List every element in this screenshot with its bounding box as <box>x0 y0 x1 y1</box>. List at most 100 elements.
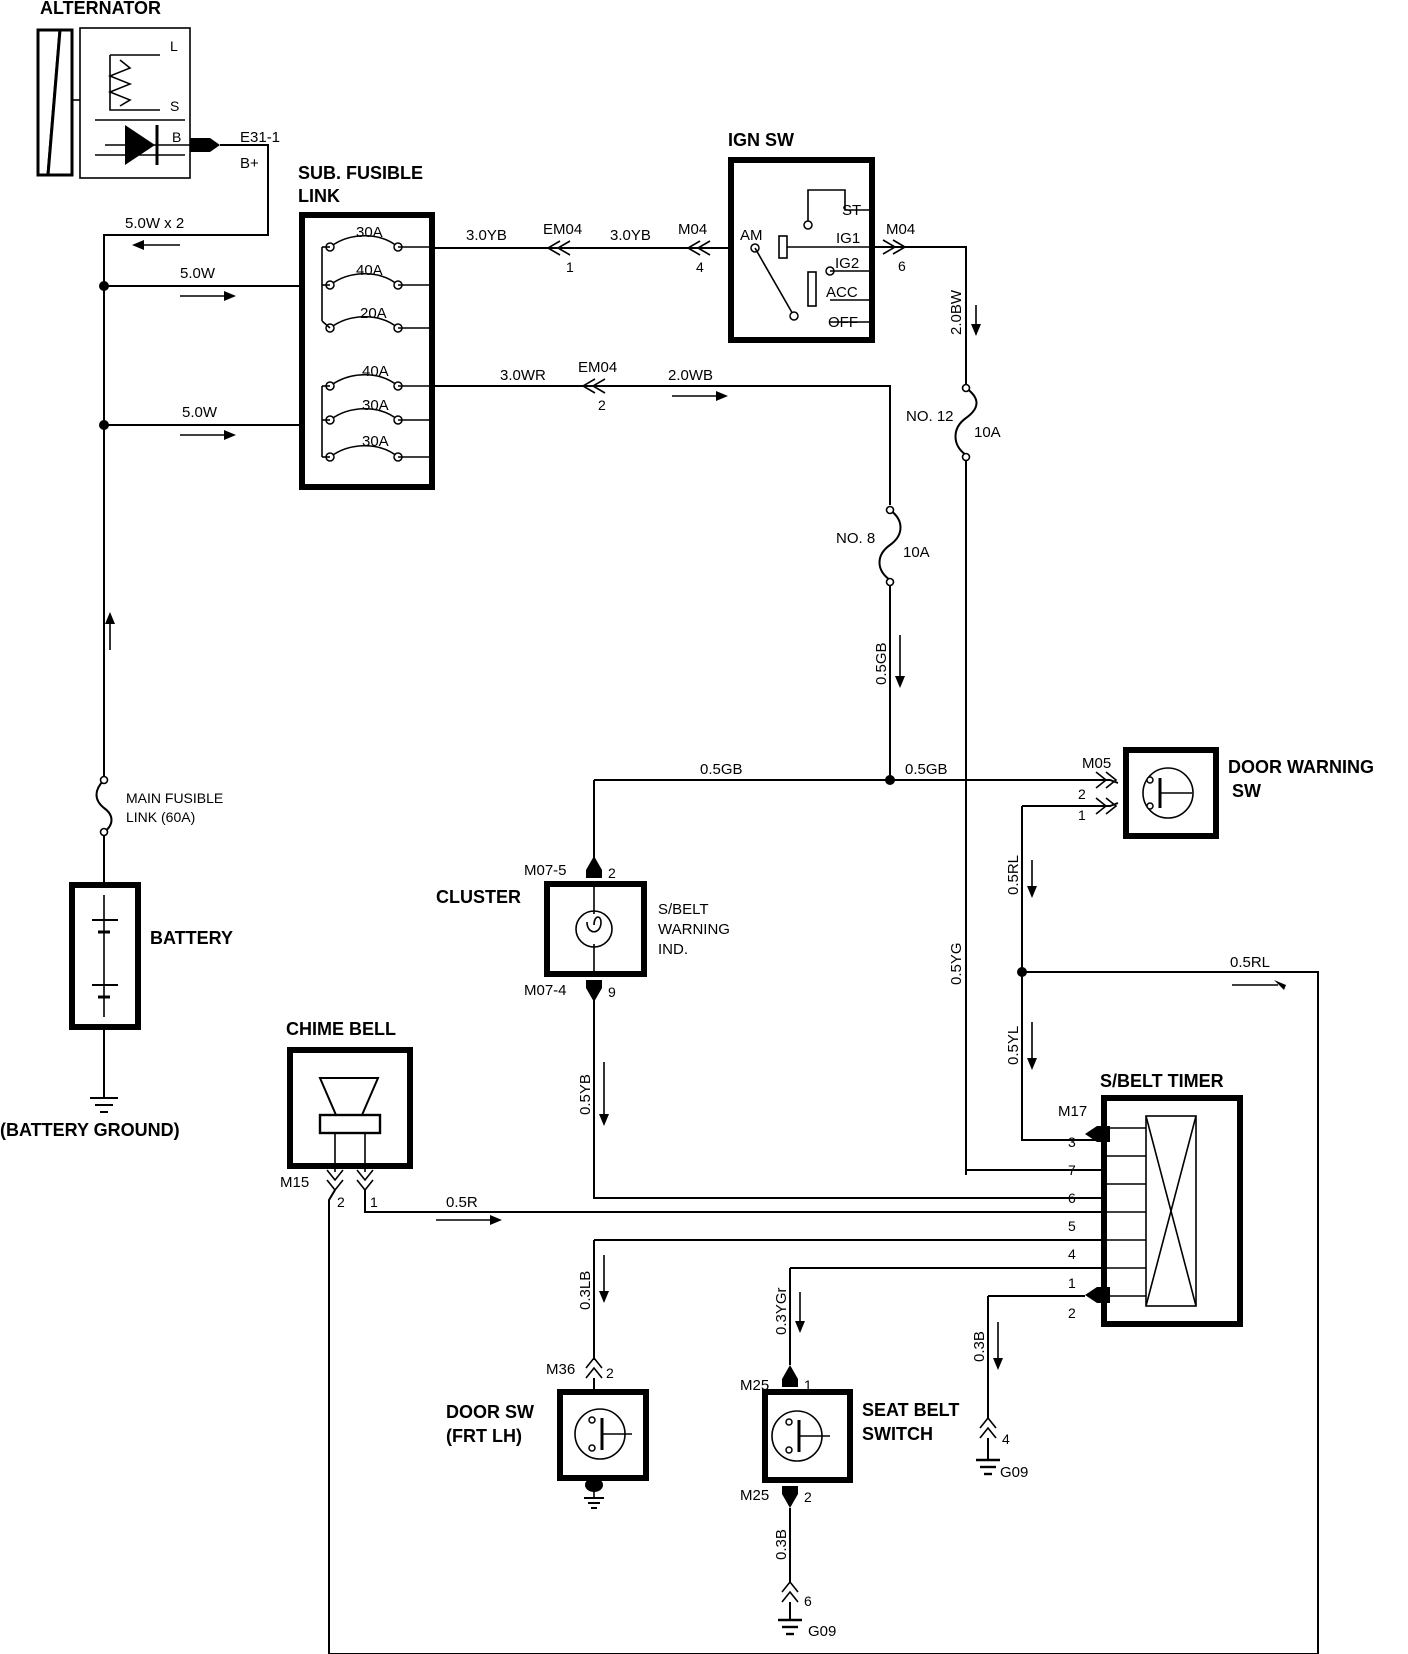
wire-2bw <box>872 246 967 388</box>
ground-g09-b-label: G09 <box>808 1623 836 1640</box>
fuse-no-8-rating: 10A <box>903 544 930 561</box>
connector-m25-bottom-pin: 2 <box>804 1489 812 1505</box>
connector-m05-pin-1: 1 <box>1078 807 1086 823</box>
fuse-no-8-name: NO. 8 <box>836 530 875 547</box>
wire-label-3wr: 3.0WR <box>500 367 546 384</box>
wire-3wr-2wb <box>432 385 891 505</box>
battery-ground-label: (BATTERY GROUND) <box>0 1120 180 1140</box>
main-fusible-link-label-2: LINK (60A) <box>126 809 195 825</box>
connector-m07-4-label: M07-4 <box>524 982 567 999</box>
wire-label-05rl-horizontal: 0.5RL <box>1230 954 1270 971</box>
ground-g09-b-connector <box>781 1580 799 1603</box>
ign-sw-am-label: AM <box>740 227 763 244</box>
wire-label-3yb-left: 3.0YB <box>466 227 507 244</box>
wire-label-05yl: 0.5YL <box>1005 1026 1022 1065</box>
sbelt-timer-pin-7: 7 <box>1068 1162 1076 1178</box>
connector-m15-pin-1-label: 1 <box>370 1194 378 1210</box>
alternator-output-wire <box>103 144 269 780</box>
connector-m25-top-label: M25 <box>740 1377 769 1394</box>
connector-m04-b-pin: 6 <box>898 258 906 274</box>
fuse-no-8 <box>878 509 902 780</box>
ground-g09-a-connector <box>979 1416 997 1439</box>
alternator-body <box>79 27 191 179</box>
wire-label-03ygr: 0.3YGr <box>773 1287 790 1335</box>
door-warning-sw-title-2: SW <box>1232 781 1261 801</box>
door-sw-title-1: DOOR SW <box>446 1402 534 1422</box>
fuse-no-12-rating: 10A <box>974 424 1001 441</box>
ground-g09-a-label: G09 <box>1000 1464 1028 1481</box>
sbelt-timer-pin-1: 1 <box>1068 1275 1076 1291</box>
alternator <box>36 27 220 179</box>
sub-fusible-link-internal <box>321 235 432 462</box>
wire-label-05gb-left: 0.5GB <box>700 761 743 778</box>
sbelt-timer-pin-2: 2 <box>1068 1305 1076 1321</box>
chime-bell-title: CHIME BELL <box>286 1019 396 1039</box>
connector-m05-pin-2: 2 <box>1078 786 1086 802</box>
main-fusible-link-label-1: MAIN FUSIBLE <box>126 790 223 806</box>
sbelt-timer-pin-lines <box>1104 1127 1146 1297</box>
connector-m25-top <box>782 1365 798 1387</box>
fuse-label-5: 30A <box>362 397 389 414</box>
alternator-b-terminal-connector <box>190 138 220 152</box>
fuse-label-1: 30A <box>356 224 383 241</box>
door-sw-ground-icon <box>584 1490 604 1509</box>
alternator-terminal-b: B <box>172 129 181 145</box>
wire-label-05gb-vertical: 0.5GB <box>873 642 890 685</box>
sbelt-timer-pin-6: 6 <box>1068 1190 1076 1206</box>
wire-label-03lb: 0.3LB <box>577 1271 594 1310</box>
alternator-connector-label: E31-1 <box>240 129 280 146</box>
connector-m17-label: M17 <box>1058 1103 1087 1120</box>
connector-m04-b <box>882 239 907 255</box>
alternator-terminal-l: L <box>170 38 178 54</box>
fuse-label-3: 20A <box>360 305 387 322</box>
cluster <box>544 881 647 977</box>
chime-bell-speaker-icon <box>318 1077 382 1172</box>
connector-em04-a-label: EM04 <box>543 221 582 238</box>
connector-m07-5 <box>586 856 602 878</box>
connector-m36 <box>585 1356 603 1379</box>
connector-m07-5-label: M07-5 <box>524 862 567 879</box>
alternator-pulley-face-icon <box>46 28 74 177</box>
wire-05r <box>364 1190 1110 1213</box>
wire-05rl-05yl <box>1021 806 1110 1141</box>
cluster-ind-3: IND. <box>658 941 688 958</box>
connector-m36-pin: 2 <box>606 1365 614 1381</box>
alternator-terminal-s: S <box>170 98 179 114</box>
door-warning-sw-title-1: DOOR WARNING <box>1228 757 1374 777</box>
cluster-title: CLUSTER <box>436 887 521 907</box>
sub-fusible-link <box>299 212 435 490</box>
sub-fusible-link-title-2: LINK <box>298 186 340 206</box>
fuse-label-2: 40A <box>356 262 383 279</box>
ground-g09-a-pin: 4 <box>1002 1431 1010 1447</box>
cluster-ind-2: WARNING <box>658 921 730 938</box>
battery-title: BATTERY <box>150 928 233 948</box>
wire-05yb <box>593 1000 1110 1199</box>
connector-m25-top-pin: 1 <box>804 1377 812 1393</box>
ign-sw-pos-ig2: IG2 <box>835 255 859 272</box>
connector-m04-a-label: M04 <box>678 221 707 238</box>
connector-em04-a-pin: 1 <box>566 259 574 275</box>
connector-m05-label: M05 <box>1082 755 1111 772</box>
wire-label-5w-x2: 5.0W x 2 <box>125 215 184 232</box>
connector-m15-label: M15 <box>280 1174 309 1191</box>
connector-m15-pin-1 <box>356 1169 374 1192</box>
connector-em04-a <box>546 240 571 256</box>
battery <box>69 882 141 1030</box>
ground-g09-b-icon <box>778 1618 802 1636</box>
wire-label-5w-upper: 5.0W <box>180 265 216 282</box>
sbelt-timer <box>1101 1095 1243 1327</box>
connector-m17 <box>1085 1126 1110 1142</box>
connector-m04-a-pin: 4 <box>696 259 704 275</box>
wire-label-05yg: 0.5YG <box>948 942 965 985</box>
current-arrow-up <box>105 612 115 624</box>
wire-label-5w-lower: 5.0W <box>182 404 218 421</box>
sbelt-timer-pin-4: 4 <box>1068 1246 1076 1262</box>
door-sw-title-2: (FRT LH) <box>446 1426 522 1446</box>
seat-belt-switch-title-1: SEAT BELT <box>862 1400 959 1420</box>
ign-sw-internal <box>750 189 872 323</box>
connector-m15-pin-2 <box>326 1169 344 1192</box>
wire-label-05gb-right: 0.5GB <box>905 761 948 778</box>
connector-m05 <box>1095 771 1118 789</box>
alternator-output-label: B+ <box>240 155 259 172</box>
door-warning-sw-icon <box>1142 767 1194 819</box>
